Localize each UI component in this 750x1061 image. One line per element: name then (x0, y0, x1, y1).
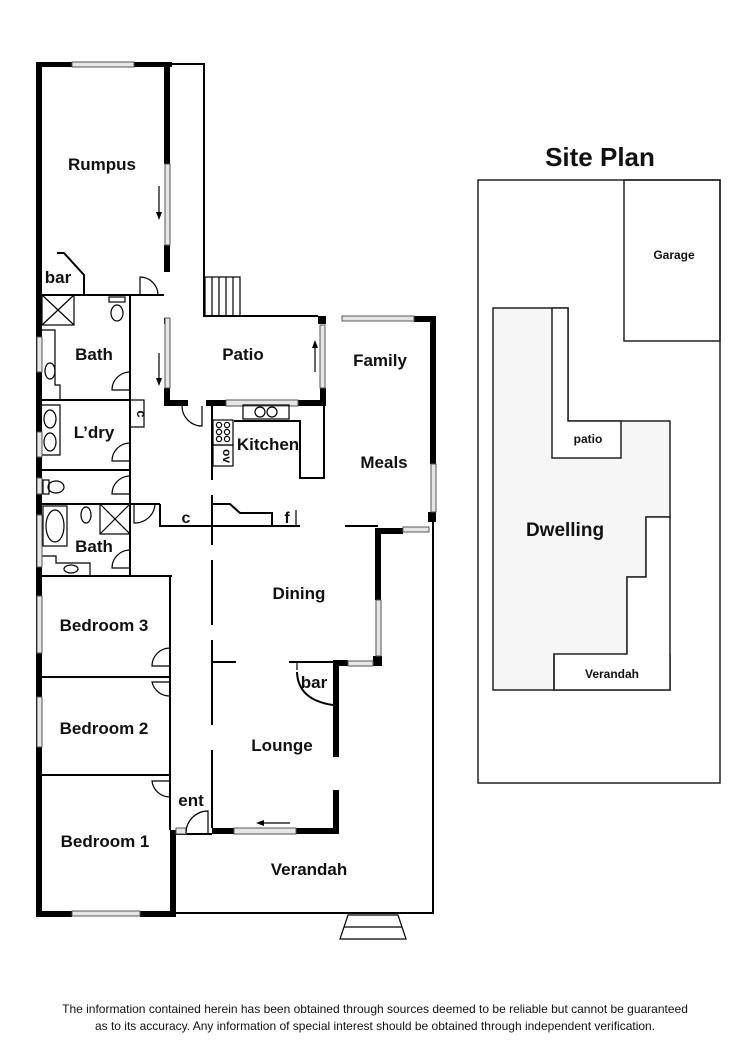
label-oven: ov (220, 449, 234, 463)
disclaimer: The information contained herein has bee… (40, 1001, 710, 1035)
site-garage (623, 179, 721, 342)
disclaimer-line-2: as to its accuracy. Any information of s… (94, 1019, 656, 1033)
label-kitchen: Kitchen (237, 435, 299, 454)
door-bath-lower-icon (111, 549, 131, 569)
label-bedroom2: Bedroom 2 (60, 719, 149, 738)
fixtures (42, 186, 318, 826)
slide-arrow-icon (256, 820, 264, 826)
toilet-icon (110, 304, 124, 322)
sink-icon (43, 409, 57, 429)
toilet-icon (47, 480, 65, 494)
room-labels: Rumpus bar Bath Patio Family L’dry c Kit… (45, 155, 408, 879)
label-patio: Patio (222, 345, 264, 364)
label-rumpus: Rumpus (68, 155, 136, 174)
label-bedroom1: Bedroom 1 (61, 832, 150, 851)
door-toilet-icon (111, 475, 131, 495)
basin-icon (44, 362, 56, 380)
doors (111, 276, 209, 834)
sink-icon (43, 432, 57, 452)
site-label-garage: Garage (653, 248, 695, 262)
label-bar: bar (45, 268, 72, 287)
cooktop-icon (215, 421, 231, 443)
label-cupboard-laundry: c (134, 410, 149, 417)
site-label-dwelling: Dwelling (526, 520, 604, 541)
door-rumpus-icon (139, 276, 159, 296)
toilet-icon (80, 506, 92, 524)
bathtub-icon (45, 509, 65, 543)
exterior-walls (36, 62, 436, 917)
interior-walls (41, 63, 434, 940)
label-meals: Meals (360, 453, 407, 472)
site-label-verandah: Verandah (585, 667, 639, 681)
door-laundry-icon (111, 442, 131, 462)
door-bedroom2-icon (151, 681, 171, 697)
label-fridge: f (284, 510, 290, 527)
label-family: Family (353, 351, 407, 370)
windows (36, 61, 437, 917)
basin-icon (63, 564, 79, 574)
disclaimer-line-1: The information contained herein has bee… (62, 1002, 688, 1016)
label-dining: Dining (273, 584, 326, 603)
slide-arrow-icon (156, 378, 162, 386)
label-bath-top: Bath (75, 345, 113, 364)
label-lounge: Lounge (251, 736, 312, 755)
door-bedroom3-icon (151, 647, 171, 667)
label-laundry: L’dry (74, 423, 115, 442)
site-label-patio: patio (574, 432, 603, 446)
kitchen-sink-icon (242, 404, 290, 420)
label-bath-lower: Bath (75, 537, 113, 556)
door-hall-icon (133, 503, 156, 524)
door-bedroom1-icon (151, 780, 171, 798)
site-boundary (477, 179, 721, 784)
site-plan-title: Site Plan (545, 142, 655, 172)
slide-arrow-icon (312, 340, 318, 348)
label-bar-lounge: bar (301, 673, 328, 692)
label-cupboard-hall: c (182, 510, 191, 527)
door-patio-icon (181, 405, 203, 427)
site-patio (551, 307, 622, 459)
door-bath-icon (111, 371, 131, 391)
slide-arrow-icon (156, 212, 162, 220)
label-verandah: Verandah (271, 860, 348, 879)
site-plan: Garage patio Dwelling Verandah (477, 179, 721, 784)
label-bedroom3: Bedroom 3 (60, 616, 149, 635)
site-verandah-area (553, 516, 671, 691)
label-entry: ent (178, 791, 204, 810)
door-entry-icon (185, 810, 209, 834)
